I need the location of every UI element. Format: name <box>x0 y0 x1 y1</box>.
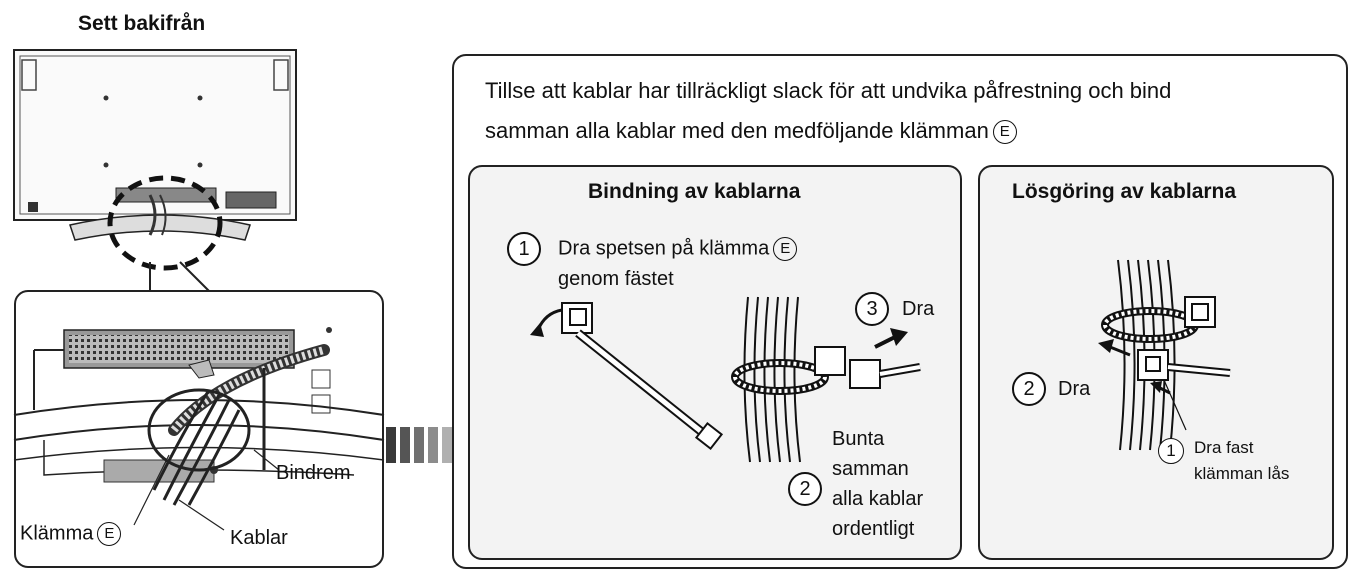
binding-step-1-text: Dra spetsen på klämma <box>558 237 770 260</box>
clamp-tie-illustration <box>530 302 724 451</box>
instruction-line-1: Tillse att kablar har tillräckligt slack… <box>485 78 1172 103</box>
release-step-1-line-2: klämman lås <box>1194 464 1290 483</box>
release-step-1-line-1: Dra fast <box>1194 438 1254 457</box>
clamp-e-mark: E <box>97 522 122 546</box>
clamp-e-mark: E <box>773 237 798 261</box>
binding-step-3-number: 3 <box>855 292 889 326</box>
tv-back-illustration <box>13 49 297 293</box>
binding-step-2-line-4: ordentligt <box>832 518 915 540</box>
bindrem-label: Bindrem <box>276 462 351 484</box>
release-step-2-number: 2 <box>1012 372 1046 406</box>
kablar-label: Kablar <box>230 527 288 549</box>
release-step-1-number: 1 <box>1158 438 1184 464</box>
cable-bundle-illustration <box>731 296 921 463</box>
instruction-line-2: samman alla kablar med den medföljande k… <box>485 118 1017 145</box>
binding-step-2-line-3: alla kablar <box>832 488 924 510</box>
release-illustration <box>1098 259 1231 451</box>
binding-step-2-number: 2 <box>788 472 822 506</box>
binding-title: Bindning av kablarna <box>588 180 801 203</box>
binding-step-2-line-1: Bunta <box>832 428 885 450</box>
view-title: Sett bakifrån <box>78 12 206 35</box>
cable-clamp-detail-illustration <box>13 327 385 531</box>
binding-step-3-text: Dra <box>902 298 935 320</box>
binding-step-2-line-2: samman <box>832 458 909 480</box>
klamma-label-text: Klämma <box>20 522 94 545</box>
release-step-2-text: Dra <box>1058 378 1091 400</box>
instruction-line-2-text: samman alla kablar med den medföljande k… <box>485 118 989 143</box>
binding-step-1-line-2: genom fästet <box>558 268 674 290</box>
binding-step-1-number: 1 <box>507 232 541 266</box>
release-title: Lösgöring av kablarna <box>1012 180 1237 203</box>
clamp-e-mark: E <box>992 120 1017 145</box>
